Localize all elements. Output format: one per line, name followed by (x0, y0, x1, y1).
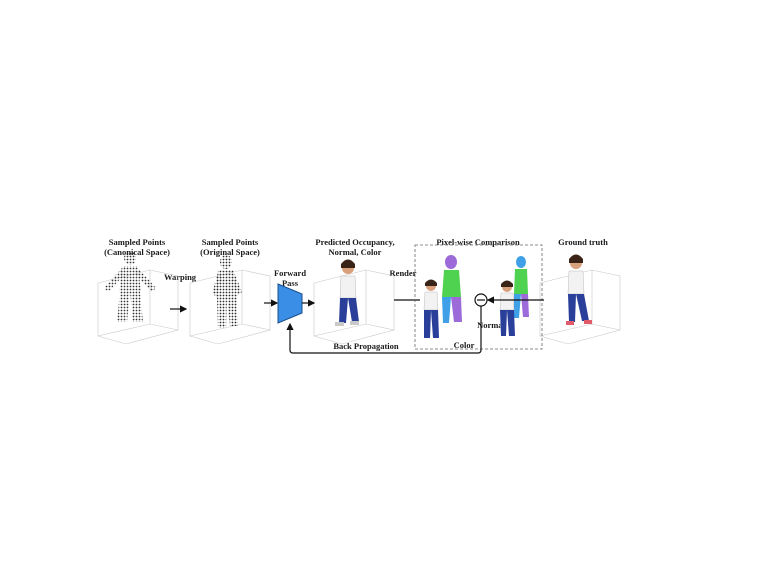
network-icon (277, 283, 303, 324)
canonical-title-line1: Sampled Points (108, 237, 166, 247)
canonical-title-line2: (Canonical Space) (104, 247, 170, 257)
predicted-title-line2: Normal, Color (328, 247, 382, 257)
original-title-line1: Sampled Points (201, 237, 259, 247)
ground-truth-person (566, 254, 592, 325)
predicted-axes-box (313, 269, 395, 345)
original-title-line2: (Original Space) (200, 247, 260, 257)
rendered-color-figure (423, 279, 439, 338)
predicted-person (335, 259, 359, 326)
forward-label-line1: Forward (273, 268, 307, 278)
original-axes-box (189, 269, 271, 345)
render-label: Render (389, 268, 417, 278)
back-propagation-label: Back Propagation (333, 341, 399, 351)
back-propagation-arrow (286, 306, 482, 354)
color-label: Color (453, 340, 475, 350)
normal-label: Normal (477, 320, 505, 330)
predicted-title: Predicted Occupancy, Normal, Color (305, 237, 405, 257)
canonical-point-cloud (104, 251, 156, 322)
canonical-points-title: Sampled Points (Canonical Space) (92, 237, 182, 257)
forward-label-line2: Pass (281, 278, 299, 288)
warping-label: Warping (163, 272, 197, 282)
ground-truth-title: Ground truth (558, 237, 608, 247)
original-point-cloud (212, 255, 242, 328)
canonical-axes-box (97, 269, 179, 345)
comparison-title: Pixel-wise Comparison (436, 237, 520, 247)
forward-pass-label: Forward Pass (268, 268, 312, 288)
comparison-box (414, 244, 543, 350)
original-points-title: Sampled Points (Original Space) (185, 237, 275, 257)
predicted-title-line1: Predicted Occupancy, (315, 237, 395, 247)
gt-normal-figure (514, 256, 529, 318)
rendered-normal-figure (442, 255, 462, 323)
gt-color-figure (499, 280, 515, 336)
